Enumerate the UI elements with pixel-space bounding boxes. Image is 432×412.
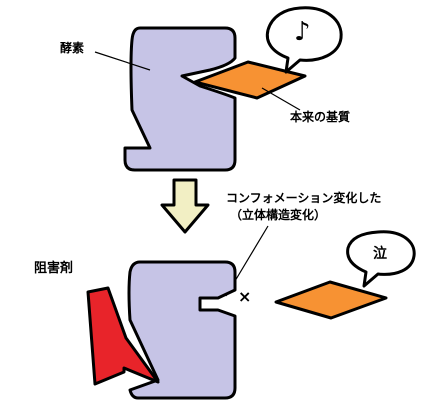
blocked-cross-mark: × — [238, 287, 252, 306]
substrate-label: 本来の基質 — [290, 110, 351, 124]
conformation-change-label: コンフォメーション変化した — [226, 191, 382, 205]
cry-bubble-shape — [346, 230, 416, 288]
enzyme-bottom — [127, 260, 237, 400]
substrate-bottom — [274, 280, 388, 320]
cry-text: 泣 — [373, 246, 387, 262]
inhibitor-label: 阻害剤 — [34, 261, 74, 276]
conformation-change-sublabel: （立体構造変化） — [230, 208, 327, 222]
enzyme-leader-line — [94, 51, 151, 71]
cry-speech-bubble — [346, 230, 416, 288]
down-arrow-icon — [160, 178, 210, 234]
substrate-top — [193, 60, 307, 100]
note-bubble-shape — [265, 6, 343, 74]
enzyme-top — [123, 26, 237, 172]
substrate-leader-line — [261, 87, 301, 111]
music-note-icon: ♪ — [294, 17, 311, 47]
enzyme-label: 酵素 — [60, 41, 85, 55]
inhibitor — [86, 286, 160, 386]
note-speech-bubble — [265, 6, 343, 74]
